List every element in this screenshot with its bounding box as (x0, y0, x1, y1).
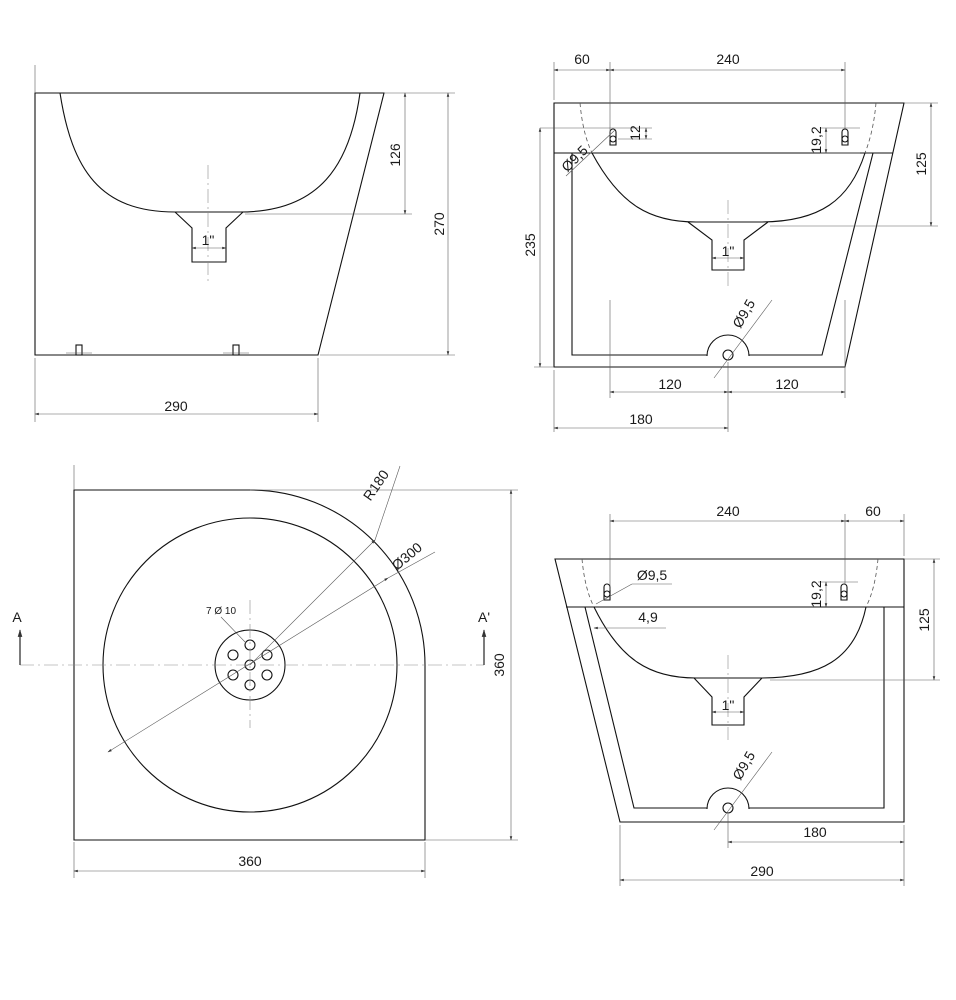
plan-view-depth-dim: 360 (491, 653, 507, 677)
front-view: 290 270 126 1" (34, 65, 455, 422)
side-view-right-keyhole-right (840, 583, 848, 601)
side-view-left-hidden-bowl-right (864, 102, 877, 154)
side-view-left-bottom-hole-dim: Ø9,5 (729, 296, 758, 330)
side-view-left-hole-dia-dim: Ø9,5 (558, 142, 591, 175)
side-view-right-bottom-hole-dim: Ø9,5 (729, 748, 758, 782)
front-view-foot-right (232, 344, 240, 356)
plan-view: A A' R180 Ø300 7 Ø 10 360 360 (12, 465, 518, 878)
side-view-left-hole-drop-dim: 12 (627, 125, 643, 141)
side-view-right: 240 60 Ø9,5 4,9 19,2 125 1" Ø9,5 180 290 (554, 503, 940, 886)
front-view-width-dim: 290 (164, 398, 188, 414)
side-view-left-height-dim: 235 (522, 233, 538, 257)
side-view-right-drain-pipe (693, 677, 763, 726)
plan-view-outline (73, 489, 426, 841)
side-view-left-bottom-hole (722, 349, 734, 361)
front-view-height-dim: 270 (431, 212, 447, 236)
front-view-drain-pipe (174, 211, 244, 263)
plan-view-section-a: A (12, 609, 22, 625)
side-view-left-center-dim: 180 (629, 411, 653, 427)
front-view-bowl-profile (59, 92, 361, 213)
side-view-right-width-dim: 290 (750, 863, 774, 879)
side-view-left-outline (553, 102, 905, 368)
side-view-right-inner-wall (584, 606, 885, 809)
side-view-right-hidden-bowl-left (581, 558, 595, 608)
plan-view-strainer-hole-6 (227, 649, 239, 661)
front-view-bowl-depth-dim: 126 (387, 143, 403, 167)
side-view-left-wall-offset-dim: 60 (574, 51, 590, 67)
plan-view-strainer-hole-3 (261, 669, 273, 681)
plan-view-bowl-dia-dim: Ø300 (389, 539, 426, 573)
side-view-left-hidden-bowl-left (579, 102, 593, 154)
side-view-right-slot-height-dim: 19,2 (808, 580, 824, 607)
side-view-left-top-width-dim: 240 (716, 51, 740, 67)
side-view-left-bottom-notch (706, 334, 750, 357)
plan-view-width-dim: 360 (238, 853, 262, 869)
side-view-left-drain-dim: 1" (722, 243, 735, 259)
side-view-right-bottom-hole (722, 802, 734, 814)
side-view-right-bottom-notch (706, 787, 750, 810)
side-view-right-hole-dia-dim: Ø9,5 (637, 567, 668, 583)
front-view-foot-left (75, 344, 83, 356)
side-view-left-bowl-profile (591, 152, 866, 223)
side-view-left-bowl-depth-dim: 125 (913, 152, 929, 176)
side-view-left: 60 240 12 Ø9,5 19,2 125 235 1" Ø9,5 (522, 51, 938, 432)
plan-view-strainer-holes-label: 7 Ø 10 (206, 606, 236, 617)
side-view-right-drain-dim: 1" (722, 697, 735, 713)
side-view-left-slot-height-dim: 19,2 (808, 126, 824, 153)
side-view-left-drain-pipe (687, 221, 769, 271)
side-view-right-bowl-depth-dim: 125 (916, 608, 932, 632)
side-view-right-wall-offset-dim: 60 (865, 503, 881, 519)
side-view-left-keyhole-right (841, 128, 849, 146)
side-view-right-outline (554, 558, 905, 823)
side-view-right-hidden-bowl-right (865, 558, 879, 608)
side-view-left-inner-wall (571, 152, 874, 356)
front-view-drain-dim: 1" (202, 232, 215, 248)
side-view-left-left-half-dim: 120 (658, 376, 682, 392)
plan-view-strainer-hole-5 (227, 669, 239, 681)
side-view-left-right-half-dim: 120 (775, 376, 799, 392)
side-view-right-bowl-profile (593, 606, 867, 679)
side-view-right-center-dim: 180 (803, 824, 827, 840)
front-view-outline (34, 92, 385, 356)
side-view-right-inset-dim: 4,9 (638, 609, 658, 625)
plan-view-section-a-prime: A' (478, 609, 490, 625)
side-view-right-top-width-dim: 240 (716, 503, 740, 519)
plan-view-radius-dim: R180 (360, 467, 392, 504)
